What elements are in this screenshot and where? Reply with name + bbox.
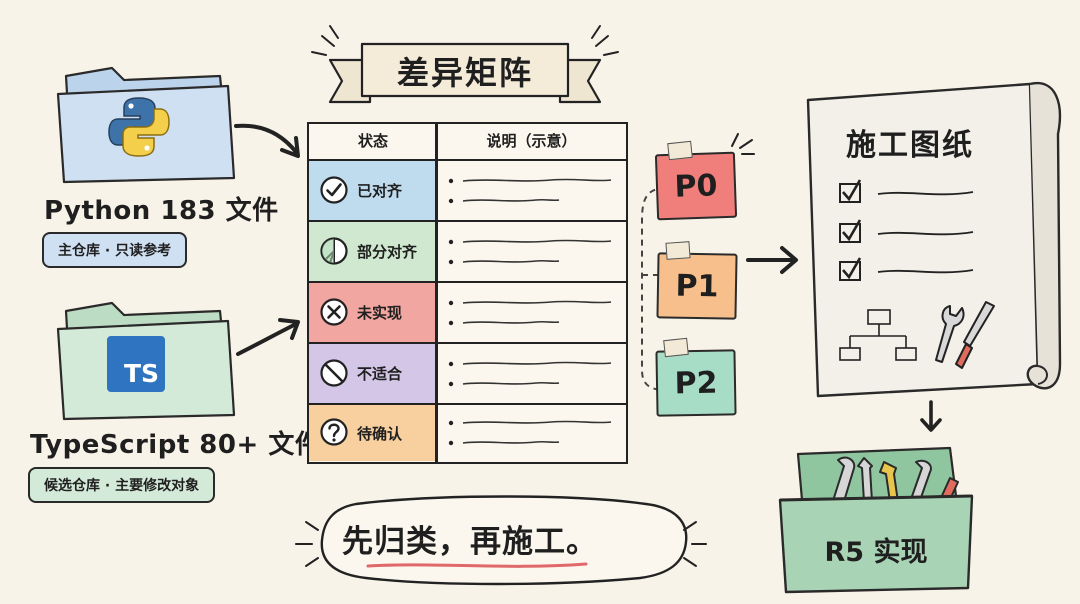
arrow-blueprint-to-toolbox <box>920 400 942 432</box>
python-source-sub: 主仓库 · 只读参考 <box>42 232 188 268</box>
matrix-row-to-confirm: 待确认 <box>309 405 626 461</box>
tape-icon <box>663 337 689 358</box>
python-logo-icon <box>108 97 170 157</box>
typescript-source-sub: 候选仓库 · 主要修改对象 <box>28 467 216 503</box>
priority-connector <box>641 187 667 391</box>
matrix-row-not-implemented: 未实现 <box>309 283 626 344</box>
arrow-python-to-matrix <box>234 123 300 158</box>
matrix-row-description <box>448 300 612 326</box>
matrix-row-label: 不适合 <box>357 365 403 383</box>
tape-icon <box>667 140 693 161</box>
emphasis-lines-icon <box>731 133 755 155</box>
matrix-row-not-suitable: 不适合 <box>309 344 626 405</box>
arrow-typescript-to-matrix <box>236 318 300 356</box>
partial-circle-icon <box>320 237 348 265</box>
priority-p1-note: P1 <box>656 252 738 320</box>
toolbox-label: R5 实现 <box>824 537 928 568</box>
typescript-logo-icon: TS <box>107 336 165 392</box>
arrow-priorities-to-blueprint <box>746 246 798 274</box>
question-circle-icon <box>320 418 348 446</box>
blueprint-scroll <box>806 81 1062 398</box>
python-source-label: Python 183 文件 <box>44 196 279 226</box>
matrix-header: 状态 说明（示意） <box>309 124 626 161</box>
tape-icon <box>665 241 691 260</box>
matrix-header-description: 说明（示意） <box>486 132 577 150</box>
priority-p2-label: P2 <box>674 365 718 401</box>
priority-p2-note: P2 <box>655 349 737 417</box>
matrix-row-label: 已对齐 <box>357 182 403 200</box>
check-circle-icon <box>320 176 348 204</box>
matrix-row-partial: 部分对齐 <box>309 222 626 283</box>
matrix-row-description <box>448 420 612 446</box>
difference-matrix: 状态 说明（示意） 已对齐 部分对齐 未实现 不适合 待 <box>307 122 628 464</box>
no-circle-icon <box>320 359 348 387</box>
matrix-header-status: 状态 <box>357 132 388 150</box>
blueprint-title: 施工图纸 <box>846 128 974 163</box>
matrix-row-label: 待确认 <box>357 424 403 443</box>
typescript-source-label: TypeScript 80+ 文件 <box>30 430 322 460</box>
priority-p1-label: P1 <box>675 268 719 304</box>
matrix-row-description <box>448 178 612 204</box>
matrix-row-aligned: 已对齐 <box>309 161 626 222</box>
page-title: 差异矩阵 <box>396 54 533 92</box>
toolbox-icon <box>778 446 974 594</box>
slogan-bubble <box>295 495 707 586</box>
matrix-row-description <box>448 239 612 265</box>
typescript-logo-text: TS <box>123 359 159 388</box>
priority-p0-note: P0 <box>654 151 738 221</box>
priority-p0-label: P0 <box>673 167 719 205</box>
title-banner <box>311 25 619 104</box>
matrix-row-description <box>448 361 612 387</box>
matrix-row-label: 未实现 <box>357 304 403 322</box>
matrix-row-label: 部分对齐 <box>357 243 418 261</box>
slogan-text: 先归类，再施工。 <box>342 524 598 560</box>
x-circle-icon <box>320 298 348 326</box>
